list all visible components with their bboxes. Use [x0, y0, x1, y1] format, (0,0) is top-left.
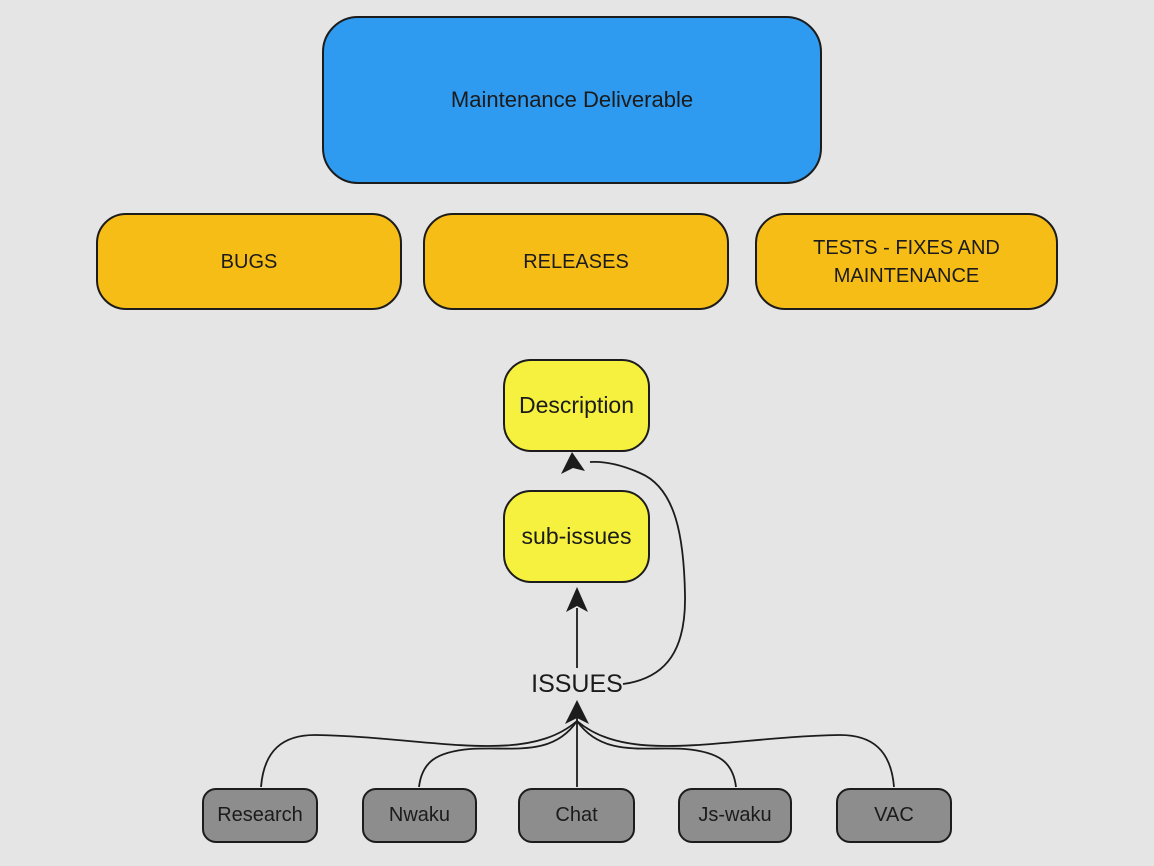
- connector-vac-to-issues[interactable]: [576, 720, 895, 788]
- connector-jswaku-to-issues[interactable]: [576, 720, 737, 788]
- node-label: RELEASES: [523, 250, 629, 273]
- node-bugs[interactable]: BUGS: [96, 213, 402, 310]
- node-js-waku[interactable]: Js-waku: [678, 788, 792, 843]
- node-label: Chat: [555, 804, 598, 826]
- node-maintenance-deliverable[interactable]: Maintenance Deliverable: [322, 16, 822, 184]
- node-label: sub-issues: [521, 523, 632, 549]
- node-chat[interactable]: Chat: [518, 788, 635, 843]
- node-sub-issues[interactable]: sub-issues: [503, 490, 650, 583]
- node-description[interactable]: Description: [503, 359, 650, 452]
- connector-nwaku-to-issues[interactable]: [418, 720, 578, 788]
- node-label: TESTS - FIXES AND MAINTENANCE: [813, 236, 1000, 287]
- connector-research-to-issues[interactable]: [260, 720, 578, 788]
- node-label: Js-waku: [698, 804, 772, 826]
- arrowhead-issues: [565, 700, 589, 724]
- node-vac[interactable]: VAC: [836, 788, 952, 843]
- node-label: Maintenance Deliverable: [450, 87, 694, 112]
- node-label: BUGS: [220, 250, 278, 273]
- node-research[interactable]: Research: [202, 788, 318, 843]
- arrowhead-subissues: [566, 587, 588, 612]
- node-nwaku[interactable]: Nwaku: [362, 788, 477, 843]
- node-label: Research: [217, 804, 303, 826]
- arrowhead-description: [561, 452, 585, 474]
- node-tests-fixes-maintenance[interactable]: TESTS - FIXES AND MAINTENANCE: [755, 213, 1058, 310]
- node-label: Nwaku: [388, 804, 451, 826]
- node-label: VAC: [874, 804, 914, 826]
- node-label: Description: [518, 392, 635, 418]
- node-releases[interactable]: RELEASES: [423, 213, 729, 310]
- node-issues-text[interactable]: ISSUES: [531, 670, 623, 698]
- connector-issues-to-description[interactable]: [589, 460, 686, 685]
